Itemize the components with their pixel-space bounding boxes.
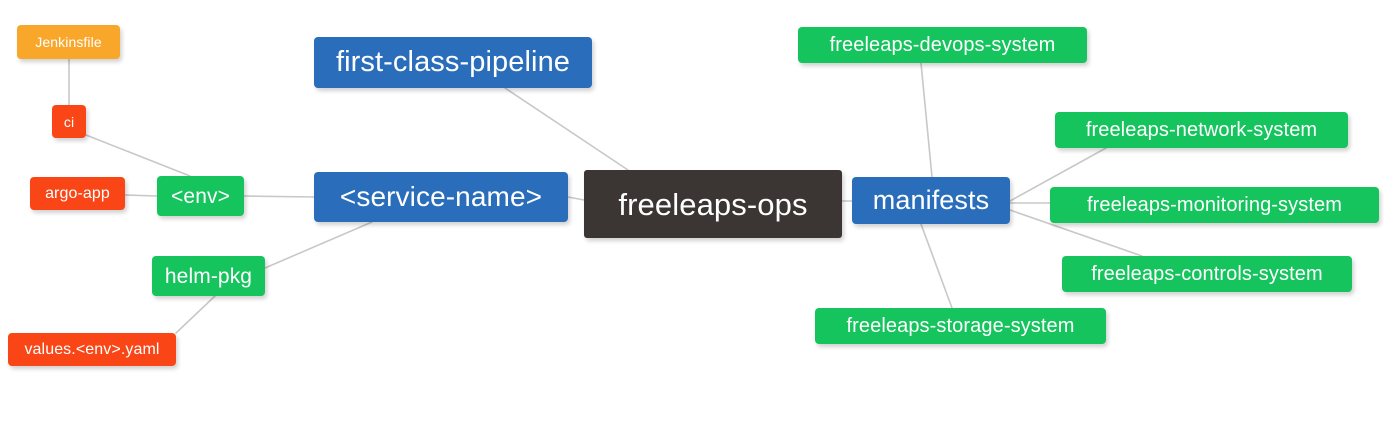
edge-manifests-devops [920, 62, 933, 178]
node-service-name[interactable]: <service-name> [314, 172, 568, 222]
node-freeleaps-network-system[interactable]: freeleaps-network-system [1055, 112, 1348, 148]
node-ci[interactable]: ci [52, 105, 86, 138]
node-first-class-pipeline[interactable]: first-class-pipeline [314, 37, 592, 88]
node-label: first-class-pipeline [335, 46, 571, 78]
node-freeleaps-monitoring-system[interactable]: freeleaps-monitoring-system [1050, 187, 1379, 223]
node-label: values.<env>.yaml [24, 340, 160, 358]
node-label: freeleaps-storage-system [846, 315, 1075, 337]
node-label: freeleaps-ops [618, 186, 808, 222]
node-label: freeleaps-network-system [1085, 119, 1318, 141]
edge-values-helmpkg [175, 295, 216, 334]
node-helm-pkg[interactable]: helm-pkg [152, 256, 265, 296]
node-label: Jenkinsfile [35, 34, 102, 50]
node-label: freeleaps-devops-system [829, 34, 1056, 56]
node-label: manifests [872, 185, 990, 215]
node-values-yaml[interactable]: values.<env>.yaml [8, 333, 176, 366]
edge-helmpkg-servicename [264, 221, 373, 269]
edge-pipeline-ops [504, 87, 629, 171]
node-label: helm-pkg [164, 264, 253, 288]
edge-argoapp-env [124, 194, 158, 197]
node-label: freeleaps-controls-system [1091, 263, 1323, 285]
node-freeleaps-controls-system[interactable]: freeleaps-controls-system [1062, 256, 1352, 292]
node-freeleaps-ops[interactable]: freeleaps-ops [584, 170, 842, 238]
edge-ci-env [85, 134, 191, 177]
edge-env-servicename [243, 195, 315, 198]
edge-manifests-storage [920, 223, 953, 309]
node-label: <service-name> [339, 181, 543, 212]
edge-manifests-network [1009, 147, 1107, 202]
node-label: <env> [171, 184, 230, 208]
node-label: argo-app [45, 184, 110, 202]
node-manifests[interactable]: manifests [852, 177, 1010, 224]
edge-manifests-controls [1009, 209, 1143, 257]
node-argo-app[interactable]: argo-app [30, 177, 125, 210]
edge-servicename-ops [567, 196, 585, 201]
node-freeleaps-devops-system[interactable]: freeleaps-devops-system [798, 27, 1087, 63]
node-jenkinsfile[interactable]: Jenkinsfile [17, 25, 120, 59]
node-label: ci [63, 113, 75, 130]
node-env[interactable]: <env> [157, 176, 244, 216]
node-freeleaps-storage-system[interactable]: freeleaps-storage-system [815, 308, 1106, 344]
node-label: freeleaps-monitoring-system [1086, 194, 1342, 216]
